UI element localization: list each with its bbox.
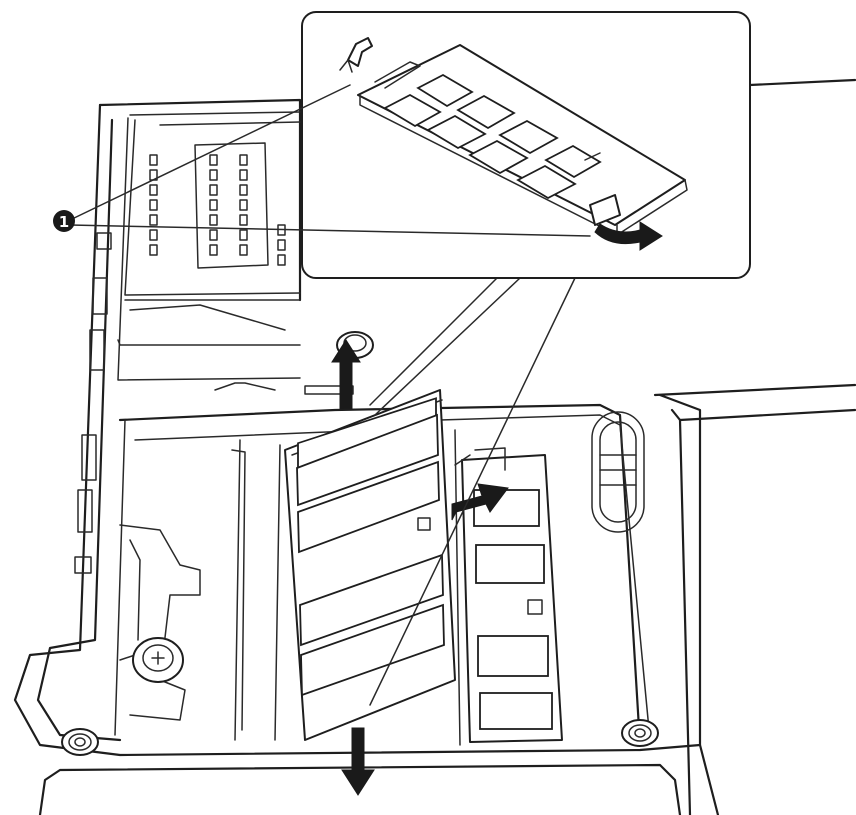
rotate-hint-icon <box>339 37 373 73</box>
screw-lower <box>132 637 184 683</box>
vent-pill <box>591 411 645 533</box>
up-arrow-icon <box>331 339 361 411</box>
callout-number: 1 <box>59 213 69 231</box>
latch-pull-arrow-icon <box>594 221 663 251</box>
zoom-wedge <box>369 277 576 706</box>
connector-pins <box>149 142 286 269</box>
hinge-bracket <box>119 524 201 721</box>
side-vents <box>74 232 112 574</box>
inset-panel <box>301 11 751 279</box>
right-arrow-icon <box>451 483 509 521</box>
callout-marker <box>53 210 75 232</box>
corner-screw-right <box>621 719 659 747</box>
installed-memory-module <box>454 447 563 743</box>
corner-screw-left <box>61 728 99 756</box>
callout-1: 1 <box>53 84 591 237</box>
down-arrow-icon <box>341 727 375 796</box>
removing-memory-module <box>284 389 456 741</box>
inset-memory-module <box>357 44 688 236</box>
memory-compartment <box>61 403 659 756</box>
upper-compartment <box>117 111 354 395</box>
